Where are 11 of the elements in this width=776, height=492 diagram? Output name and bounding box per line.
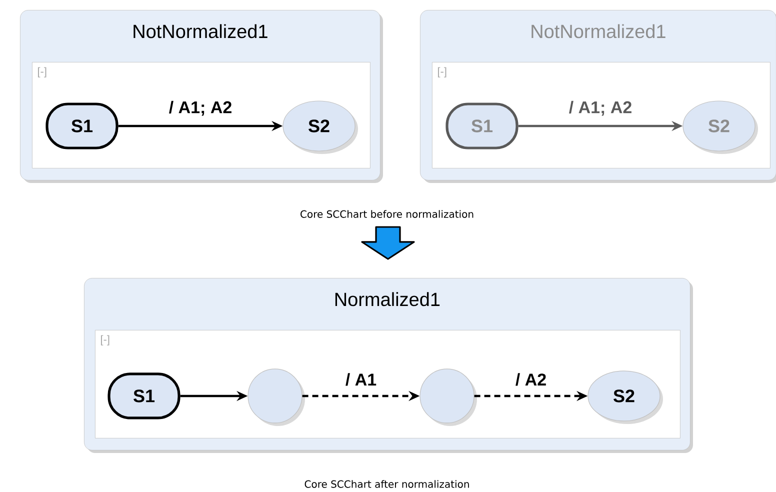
edge-label: / A1; A2	[169, 100, 232, 116]
caption: Core SCChart before normalization	[300, 210, 474, 218]
initial-state: S1	[108, 372, 180, 420]
edge-label: / A1; A2	[569, 100, 632, 116]
initial-state: S1	[446, 102, 518, 150]
caption: Core SCChart after normalization	[304, 480, 469, 488]
initial-state: S1	[46, 102, 118, 150]
edge-label: / A2	[516, 373, 546, 386]
edge-label: / A1	[346, 373, 376, 386]
state-circle	[420, 368, 474, 424]
state-circle	[248, 368, 302, 424]
